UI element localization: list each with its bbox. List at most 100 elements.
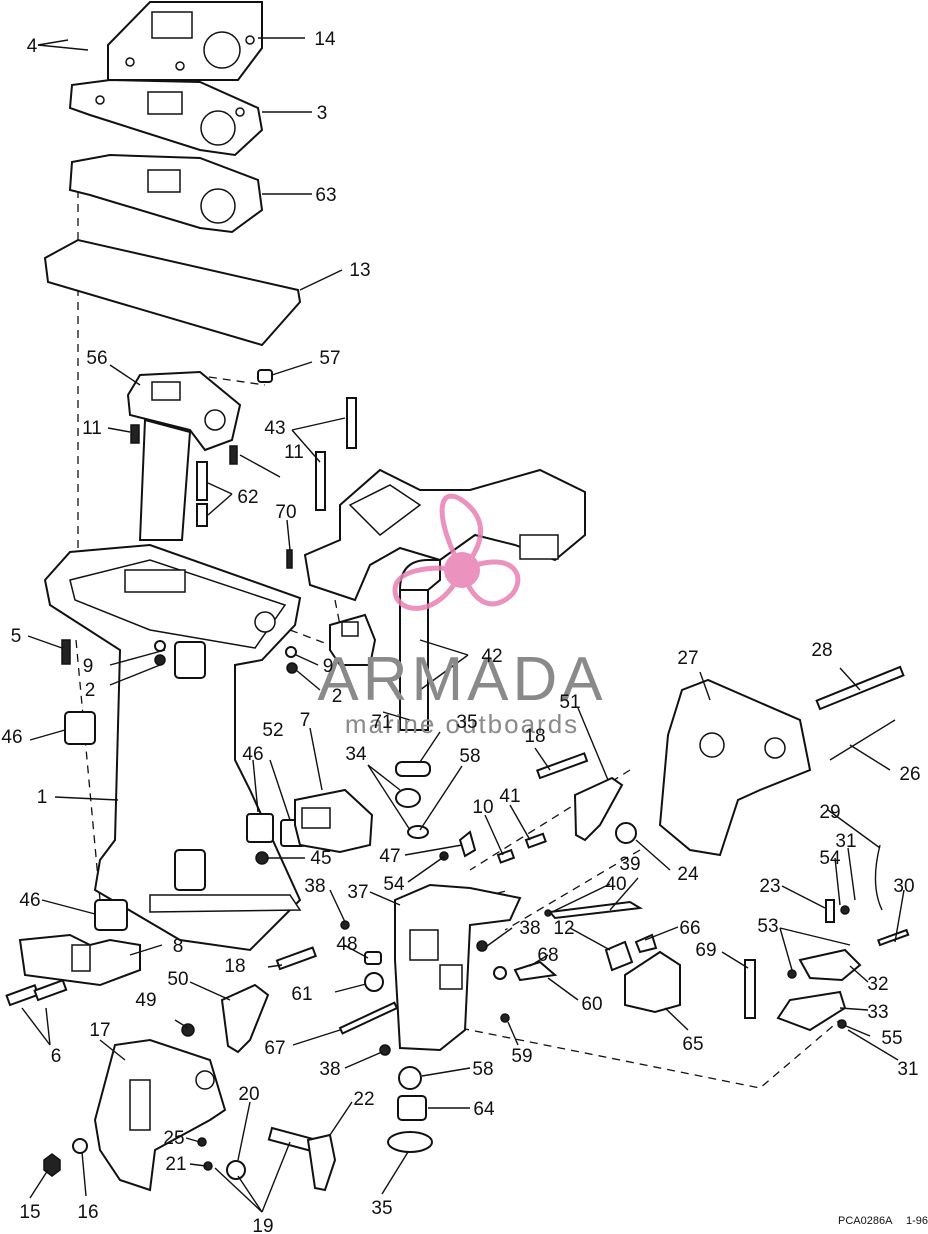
lever-51 <box>573 776 624 842</box>
dowel-62b <box>196 503 208 527</box>
callout-52: 52 <box>262 720 283 741</box>
callout-27: 27 <box>677 648 698 669</box>
rod-29 <box>874 844 883 911</box>
callout-3: 3 <box>317 103 328 124</box>
lever-50 <box>220 983 270 1054</box>
callout-18: 18 <box>524 726 545 747</box>
callout-48: 48 <box>336 934 357 955</box>
gasket-63 <box>68 153 264 234</box>
callout-23: 23 <box>759 876 780 897</box>
bracket-42 <box>329 613 377 666</box>
callout-46: 46 <box>19 890 40 911</box>
lower-mount-cover-8 <box>18 933 141 987</box>
callout-10: 10 <box>472 797 493 818</box>
callout-38: 38 <box>519 918 540 939</box>
callout-11: 11 <box>284 442 304 463</box>
callout-42: 42 <box>481 646 502 667</box>
callout-39: 39 <box>619 854 640 875</box>
dowel-62a <box>196 461 208 501</box>
watermark-tagline: marine outboards <box>345 709 579 739</box>
callout-47: 47 <box>379 846 400 867</box>
callout-9: 9 <box>83 656 94 677</box>
pin-10 <box>496 848 516 864</box>
cover-plate-14 <box>107 1 263 81</box>
washer-9b <box>285 646 297 658</box>
washer-20 <box>226 1160 246 1180</box>
callout-20: 20 <box>238 1084 259 1105</box>
callout-58: 58 <box>472 1059 493 1080</box>
propeller-logo-icon <box>392 493 521 611</box>
callout-38: 38 <box>319 1059 340 1080</box>
nut-68 <box>493 966 507 980</box>
clip-66 <box>634 933 658 954</box>
drawing-code: PCA0286A <box>838 1215 893 1227</box>
bushing-57 <box>257 369 273 383</box>
plate-33 <box>776 990 847 1032</box>
callout-7: 7 <box>300 710 311 731</box>
callout-5: 5 <box>11 626 22 647</box>
callout-15: 15 <box>19 1202 40 1223</box>
exhaust-housing-1 <box>43 543 302 952</box>
callout-54: 54 <box>819 848 841 869</box>
screw-5 <box>61 639 71 665</box>
callout-41: 41 <box>499 786 520 807</box>
callout-6: 6 <box>51 1046 62 1067</box>
callout-55: 55 <box>881 1028 902 1049</box>
nut-59 <box>500 1013 510 1023</box>
callout-28: 28 <box>811 640 832 661</box>
callout-33: 33 <box>867 1002 888 1023</box>
bushing-24 <box>615 822 637 844</box>
callout-68: 68 <box>537 945 558 966</box>
callout-21: 21 <box>165 1154 186 1175</box>
callout-30: 30 <box>893 876 914 897</box>
callout-69: 69 <box>695 940 716 961</box>
seal-ring-13 <box>43 238 302 347</box>
washer-61 <box>364 972 384 992</box>
callout-29: 29 <box>819 802 840 823</box>
callout-25: 25 <box>163 1128 184 1149</box>
nut-2b <box>286 662 298 674</box>
o-ring-58a <box>407 825 429 839</box>
callout-1: 1 <box>37 787 48 808</box>
callout-53: 53 <box>757 916 778 937</box>
washer-53 <box>787 969 797 979</box>
callout-34: 34 <box>345 744 367 765</box>
mount-pad-46a <box>64 711 96 745</box>
screw-11a <box>130 424 140 444</box>
spring-23 <box>825 899 835 923</box>
callout-60: 60 <box>581 994 602 1015</box>
mount-7 <box>294 788 374 854</box>
callout-58: 58 <box>459 746 480 767</box>
callout-22: 22 <box>353 1089 374 1110</box>
callout-71: 71 <box>371 712 392 733</box>
callout-12: 12 <box>553 918 574 939</box>
bushing-34 <box>395 788 421 808</box>
callout-35: 35 <box>456 712 477 733</box>
bushing-64 <box>397 1095 427 1121</box>
callout-61: 61 <box>291 984 312 1005</box>
pin-67 <box>338 1001 399 1035</box>
callout-31: 31 <box>835 831 856 852</box>
lever-32 <box>798 948 862 982</box>
callout-67: 67 <box>264 1038 285 1059</box>
mount-pad-46c <box>94 899 128 931</box>
callout-66: 66 <box>679 918 700 939</box>
tilt-tube-28 <box>815 665 905 711</box>
nut-45 <box>255 851 269 865</box>
lever-22 <box>306 1133 337 1192</box>
callout-56: 56 <box>86 348 107 369</box>
stern-bracket-27 <box>658 678 812 857</box>
nut-40 <box>544 909 552 917</box>
link-12 <box>604 940 634 972</box>
callout-13: 13 <box>349 260 370 281</box>
adapter-plate-3 <box>68 78 264 157</box>
callout-26: 26 <box>899 764 920 785</box>
bolt-18a <box>535 752 589 780</box>
rod-43a <box>346 397 357 449</box>
bolt-18b <box>275 946 317 971</box>
callout-50: 50 <box>167 969 188 990</box>
swivel-bracket-37 <box>394 883 522 1052</box>
callout-32: 32 <box>867 974 888 995</box>
callout-31: 31 <box>897 1059 918 1080</box>
